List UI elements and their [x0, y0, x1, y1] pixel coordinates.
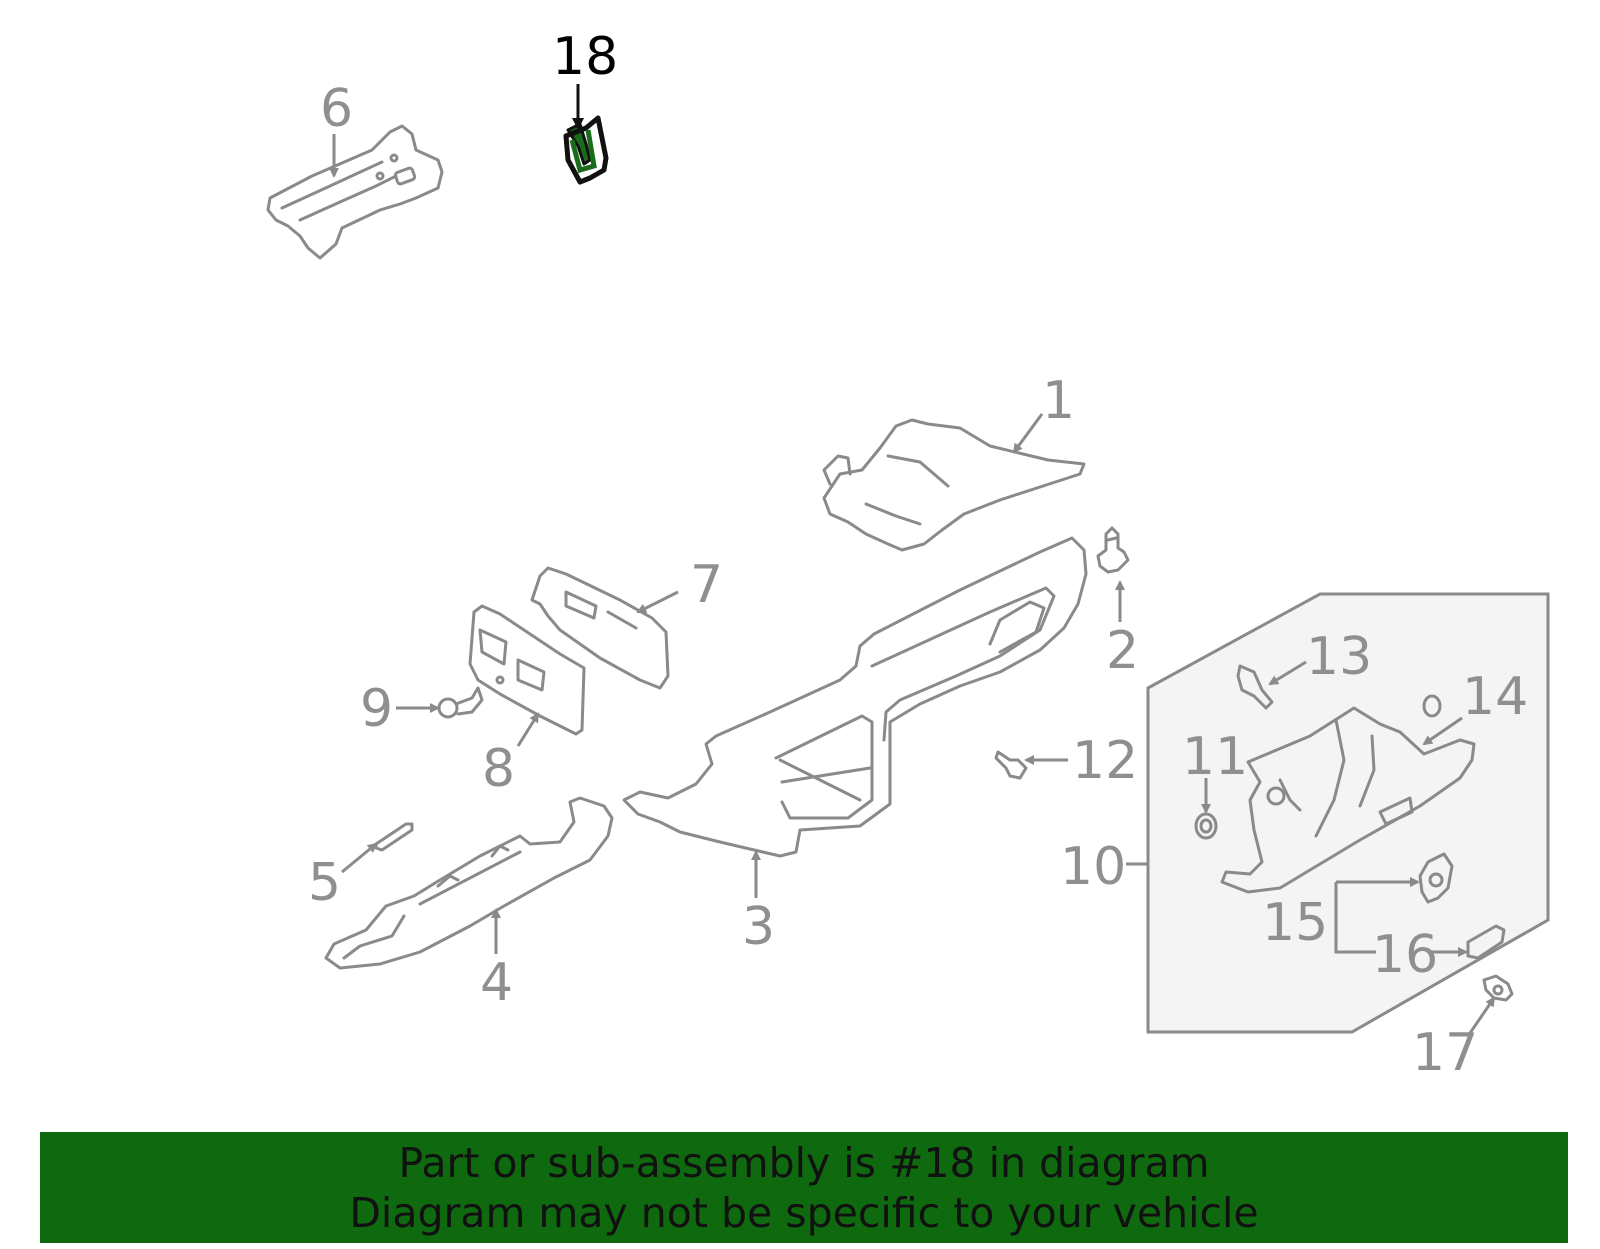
callout-9: 9: [360, 679, 393, 739]
part-2-screw: [1096, 526, 1130, 574]
part-14-grommet: [1422, 694, 1442, 718]
part-8-vent-panel: [468, 604, 586, 736]
callout-5: 5: [308, 853, 341, 913]
callout-11: 11: [1182, 727, 1248, 787]
part-17-clip: [1482, 974, 1514, 1002]
bracket-15-16: [1334, 882, 1376, 954]
arrow-7: [636, 590, 679, 614]
part-10-glovebox-group: [1146, 592, 1550, 1034]
part-5-insert: [374, 822, 414, 852]
callout-6: 6: [320, 79, 353, 139]
part-3-dashboard: [622, 536, 1088, 858]
part-12-bolt: [994, 750, 1028, 780]
arrow-17: [1466, 996, 1496, 1037]
callout-13: 13: [1306, 627, 1372, 687]
part-1-cover-panel: [822, 418, 1086, 552]
callout-15: 15: [1262, 893, 1328, 953]
part-9-clip: [437, 686, 484, 719]
callout-14: 14: [1462, 667, 1528, 727]
part-11-nut: [1194, 812, 1218, 840]
callout-2: 2: [1106, 621, 1139, 681]
callout-4: 4: [480, 953, 513, 1013]
info-banner: Part or sub-assembly is #18 in diagram D…: [40, 1132, 1568, 1243]
callout-3: 3: [742, 897, 775, 957]
part-16-handle: [1466, 924, 1506, 960]
part-6-bracket: [266, 124, 444, 260]
part-7-trim: [530, 566, 670, 690]
part-4-lower-trim: [324, 796, 614, 970]
arrow-13: [1268, 660, 1307, 686]
arrow-5: [341, 842, 378, 874]
glovebox-door: [1220, 706, 1476, 894]
callout-18: 18: [552, 27, 618, 87]
callout-12: 12: [1072, 731, 1138, 791]
arrow-1: [1012, 413, 1044, 454]
callout-8: 8: [482, 739, 515, 799]
arrow-14: [1422, 716, 1463, 746]
callout-1: 1: [1042, 371, 1075, 431]
callout-7: 7: [690, 555, 723, 615]
part-15-latch: [1418, 852, 1454, 904]
banner-line-disclaimer: Diagram may not be specific to your vehi…: [349, 1188, 1259, 1237]
part-18-clip-highlighted: [563, 115, 609, 185]
arrow-8: [516, 712, 540, 747]
part-13-screw: [1236, 664, 1274, 710]
banner-line-part: Part or sub-assembly is #18 in diagram: [398, 1138, 1210, 1187]
callout-16: 16: [1372, 925, 1438, 985]
callout-10: 10: [1060, 837, 1126, 897]
callout-17: 17: [1412, 1023, 1478, 1083]
